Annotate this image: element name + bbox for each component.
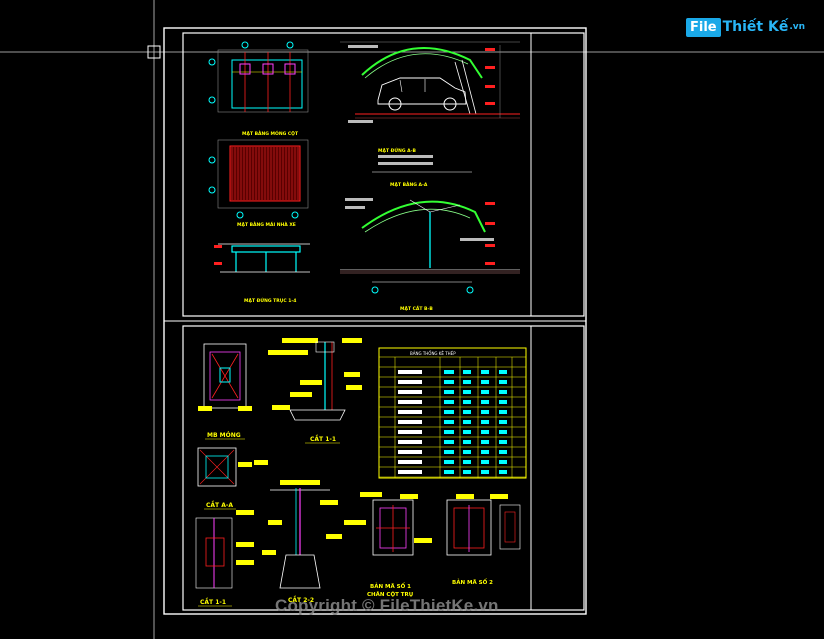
filethietke-logo: File Thiết Kế .vn	[686, 16, 805, 38]
svg-text:CẮT 2-2: CẮT 2-2	[288, 596, 314, 604]
steel-table[interactable]: BẢNG THỐNG KÊ THÉP	[378, 347, 527, 479]
svg-text:CẮT 1-1: CẮT 1-1	[200, 598, 226, 606]
section-2-2[interactable]: CẮT 2-2	[262, 480, 366, 604]
svg-text:MẶT ĐỨNG A-B: MẶT ĐỨNG A-B	[378, 147, 417, 154]
logo-badge: File	[686, 17, 721, 37]
svg-text:MẶT BẰNG MÁI NHÀ XE: MẶT BẰNG MÁI NHÀ XE	[237, 220, 296, 228]
svg-text:BẢNG THỐNG KÊ THÉP: BẢNG THỐNG KÊ THÉP	[410, 351, 456, 356]
svg-text:MẶT BẰNG A-A: MẶT BẰNG A-A	[390, 180, 428, 188]
top-sheet: MẶT BẰNG MÓNG CỘT MẶT BẰNG MÁI NHÀ XE MẶ…	[182, 32, 585, 317]
svg-text:MẶT CẮT B-B: MẶT CẮT B-B	[400, 304, 433, 312]
plan-foundation[interactable]: MẶT BẰNG MÓNG CỘT	[208, 41, 309, 137]
section-car-shelter[interactable]: MẶT ĐỨNG A-B MẶT BẰNG A-A	[340, 41, 520, 188]
svg-text:MẶT ĐỨNG TRỤC 1-4: MẶT ĐỨNG TRỤC 1-4	[244, 297, 296, 304]
crosshair-pickbox[interactable]	[147, 45, 161, 59]
logo-suffix: .vn	[789, 22, 806, 32]
base-plate-1[interactable]: BẢN MÃ SỐ 1 CHÂN CỘT TRỤ	[360, 492, 432, 598]
svg-text:CẮT A-A: CẮT A-A	[206, 501, 233, 509]
copyright-watermark: Copyright © FileThietKe.vn	[275, 596, 499, 615]
foundation-detail[interactable]: MB MÓNG	[198, 343, 252, 440]
section-a-a[interactable]: CẮT A-A	[197, 447, 268, 510]
bottom-sheet: MB MÓNG CẮT 1-1 BẢNG THỐNG KÊ THÉP	[182, 325, 585, 611]
svg-text:MẶT BẰNG MÓNG CỘT: MẶT BẰNG MÓNG CỘT	[242, 129, 299, 137]
plan-roof[interactable]: MẶT BẰNG MÁI NHÀ XE	[208, 139, 309, 228]
svg-text:MB MÓNG: MB MÓNG	[207, 432, 241, 439]
svg-text:CHÂN CỘT TRỤ: CHÂN CỘT TRỤ	[367, 591, 413, 598]
elevation-1-4[interactable]: MẶT ĐỨNG TRỤC 1-4	[214, 243, 310, 304]
base-plate-2[interactable]: BẢN MÃ SỐ 2	[446, 494, 521, 586]
svg-text:BẢN MÃ SỐ 1: BẢN MÃ SỐ 1	[370, 582, 411, 590]
section-1-1-column[interactable]: CẮT 1-1	[268, 338, 362, 444]
logo-text: Thiết Kế	[722, 19, 789, 35]
section-1-1-bottom[interactable]: CẮT 1-1	[195, 510, 254, 607]
svg-text:BẢN MÃ SỐ 2: BẢN MÃ SỐ 2	[452, 578, 493, 586]
section-arch[interactable]: MẶT CẮT B-B	[340, 198, 520, 312]
svg-text:CẮT 1-1: CẮT 1-1	[310, 435, 336, 443]
